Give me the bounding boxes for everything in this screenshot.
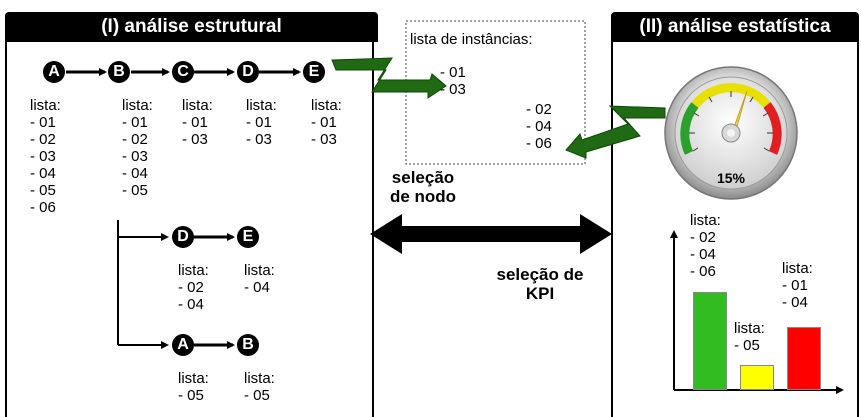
green-arrow-1 bbox=[331, 57, 447, 99]
bar-green[interactable] bbox=[693, 292, 727, 390]
node-selection-label: seleção de nodo bbox=[389, 168, 457, 206]
right-panel-border bbox=[857, 30, 859, 417]
list-b3: lista: - 05 bbox=[244, 370, 275, 404]
left-panel-title: (I) análise estrutural bbox=[5, 12, 378, 42]
bar-yellow[interactable] bbox=[740, 365, 774, 390]
bar-list-green: lista: - 02 - 04 - 06 bbox=[690, 212, 721, 280]
gauge bbox=[664, 66, 798, 200]
list-d1: lista: - 01 - 03 bbox=[246, 97, 277, 148]
instance-group-1: - 01 - 03 bbox=[440, 64, 466, 98]
divider-right bbox=[611, 30, 613, 417]
bar-red[interactable] bbox=[787, 327, 821, 390]
node-c1[interactable]: C bbox=[172, 61, 194, 83]
gauge-value-label: 15% bbox=[716, 170, 746, 186]
divider-left bbox=[372, 30, 374, 417]
node-d1[interactable]: D bbox=[237, 61, 259, 83]
node-e1[interactable]: E bbox=[303, 61, 325, 83]
list-a1: lista: - 01 - 02 - 03 - 04 - 05 - 06 bbox=[30, 97, 61, 216]
list-d2: lista: - 02 - 04 bbox=[178, 262, 209, 313]
node-a3[interactable]: A bbox=[172, 334, 194, 356]
node-d2[interactable]: D bbox=[172, 226, 194, 248]
left-panel-border bbox=[5, 30, 7, 417]
list-c1: lista: - 01 - 03 bbox=[182, 97, 213, 148]
node-b1[interactable]: B bbox=[108, 61, 130, 83]
kpi-selection-label: seleção de KPI bbox=[496, 265, 584, 303]
list-e2: lista: - 04 bbox=[244, 262, 275, 296]
bar-list-yellow: lista: - 05 bbox=[734, 320, 765, 354]
list-a3: lista: - 05 bbox=[178, 370, 209, 404]
node-e2[interactable]: E bbox=[237, 226, 259, 248]
double-arrow bbox=[370, 214, 612, 254]
bar-list-red: lista: - 01 - 04 bbox=[782, 260, 813, 311]
node-b3[interactable]: B bbox=[237, 334, 259, 356]
green-arrow-2 bbox=[565, 105, 666, 159]
instance-group-2: - 02 - 04 - 06 bbox=[526, 101, 552, 152]
node-a1[interactable]: A bbox=[43, 61, 65, 83]
right-panel-title: (II) análise estatística bbox=[611, 12, 859, 42]
list-e1: lista: - 01 - 03 bbox=[311, 97, 342, 148]
instance-list-title: lista de instâncias: bbox=[410, 31, 533, 48]
list-b1: lista: - 01 - 02 - 03 - 04 - 05 bbox=[122, 97, 153, 199]
